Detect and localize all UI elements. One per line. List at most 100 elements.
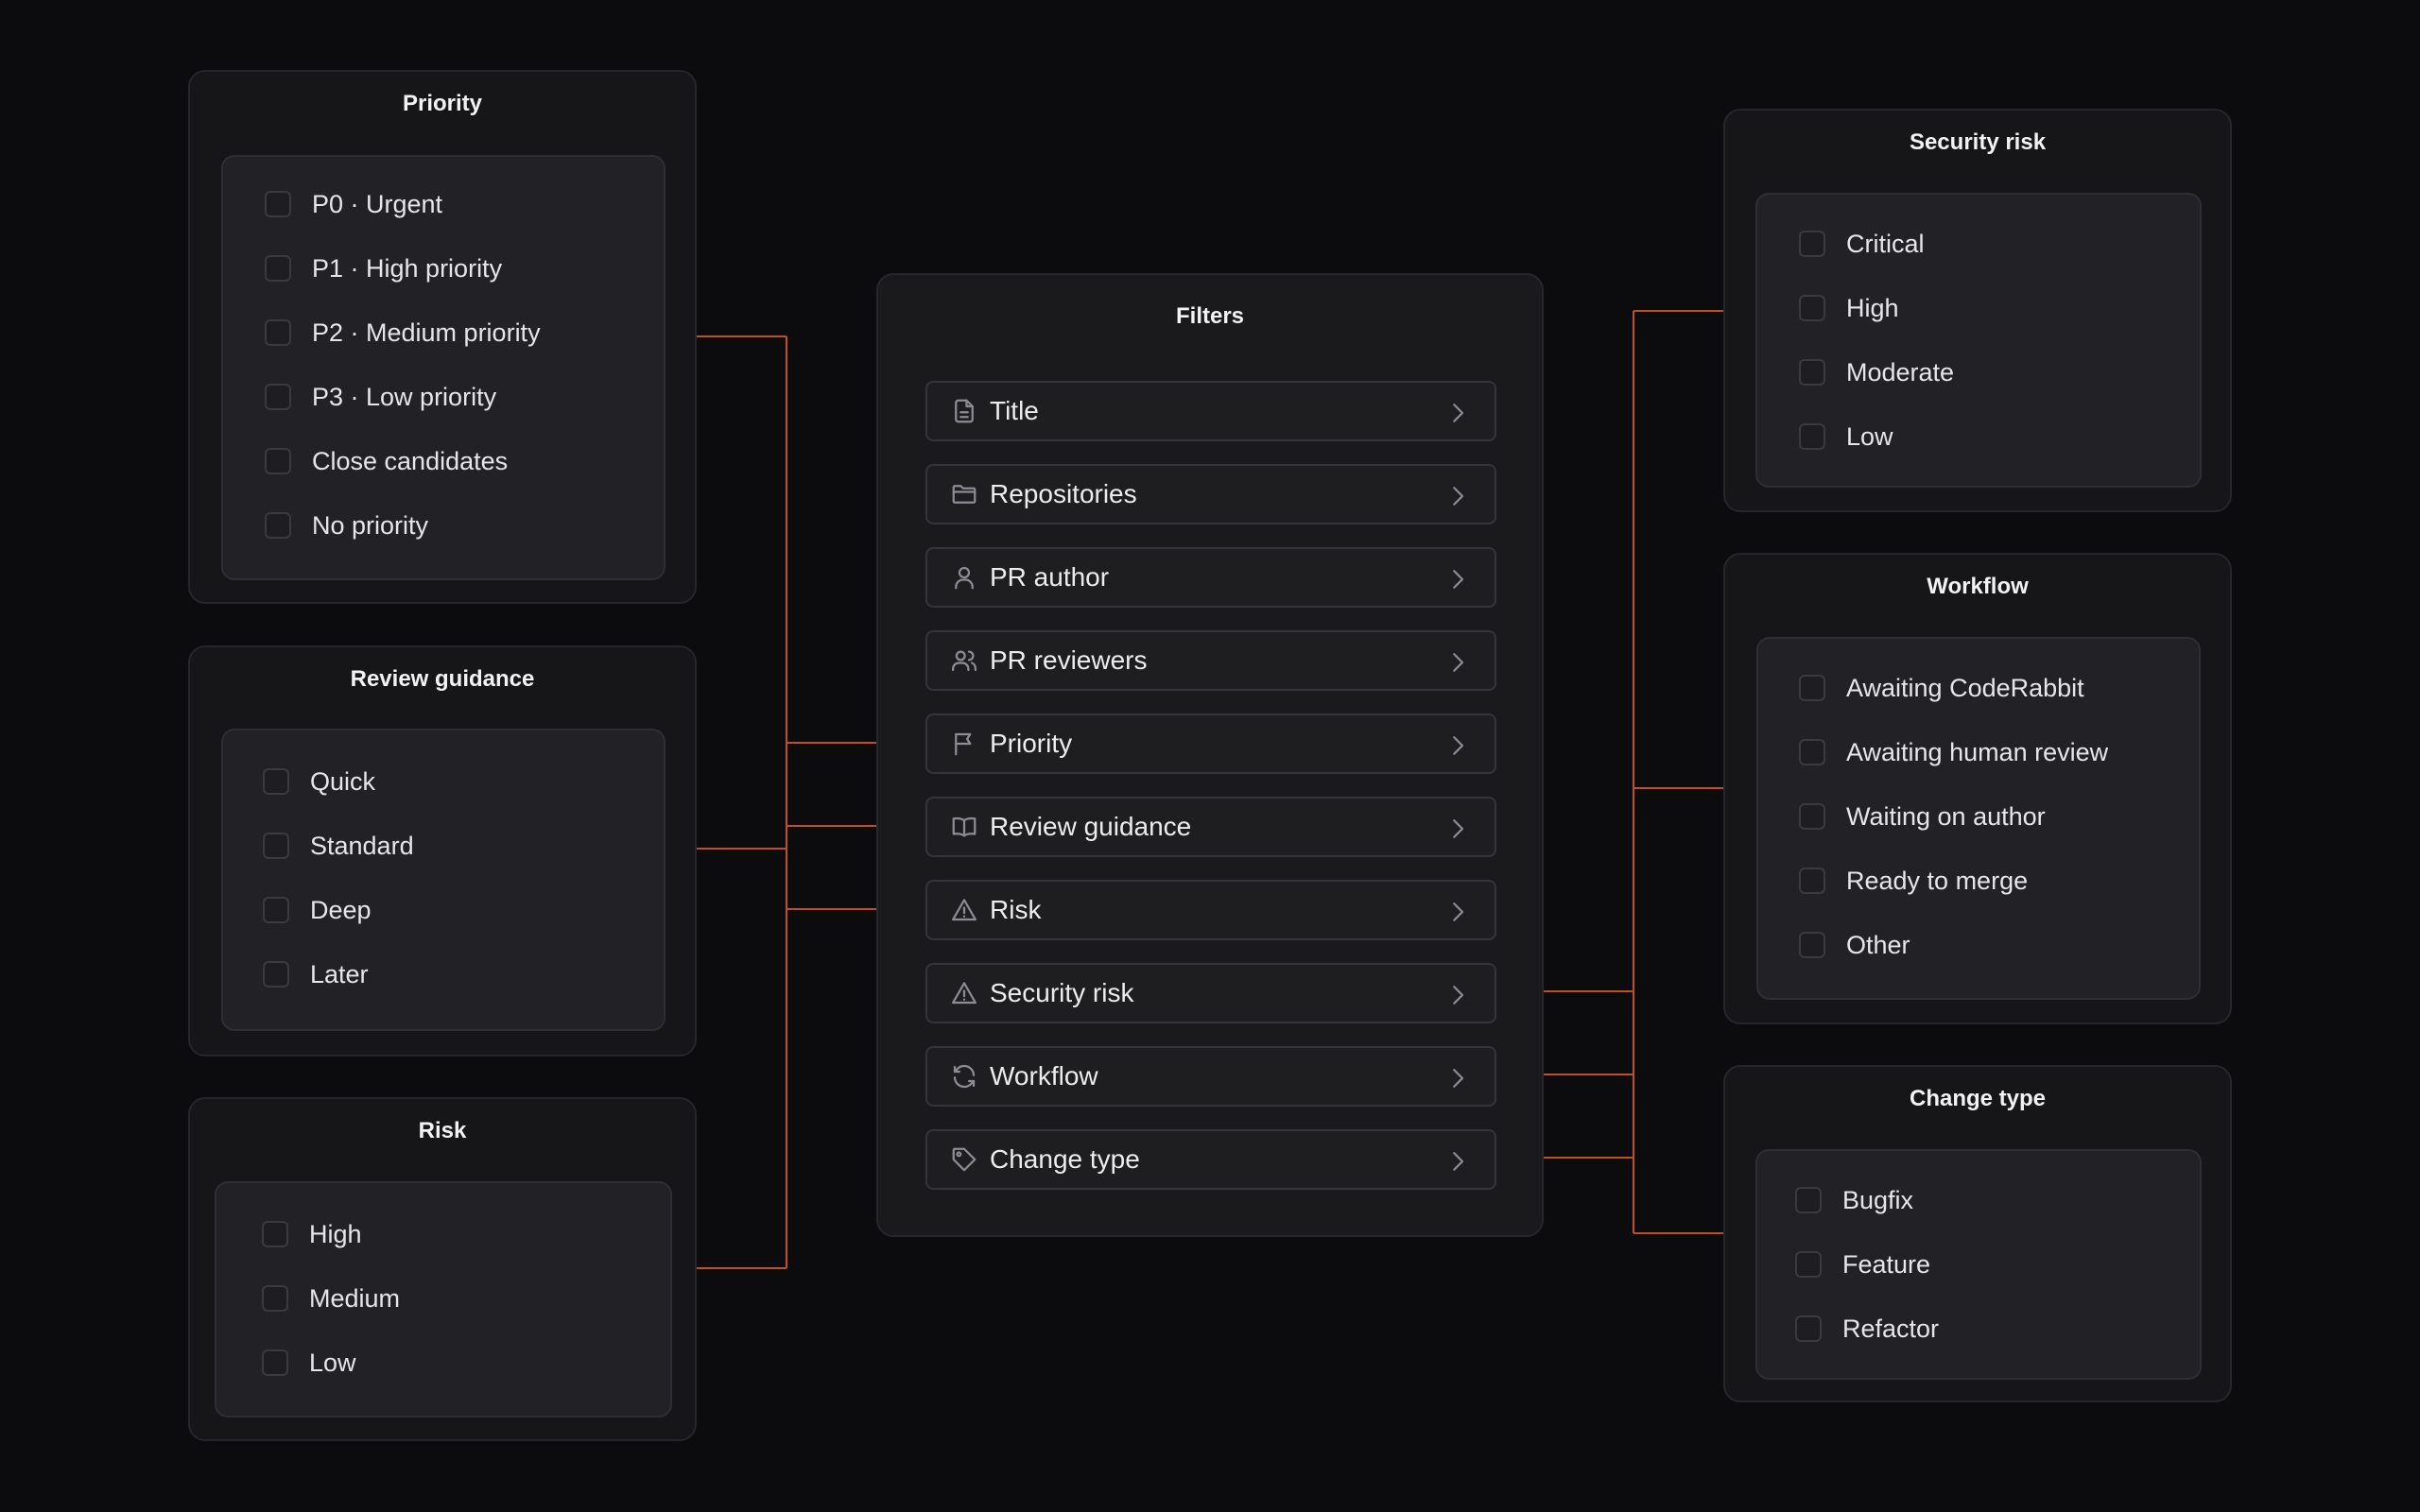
- filter-item-risk[interactable]: Risk: [925, 880, 1496, 940]
- risk-option-high[interactable]: High: [216, 1215, 670, 1253]
- filter-item-label: Change type: [990, 1144, 1140, 1174]
- review-guidance-option-deep[interactable]: Deep: [223, 891, 664, 929]
- option-label: Waiting on author: [1846, 801, 2046, 831]
- security-risk-option-low[interactable]: Low: [1757, 418, 2200, 455]
- checkbox[interactable]: [1795, 1315, 1822, 1342]
- option-label: P2 · Medium priority: [312, 318, 541, 347]
- checkbox[interactable]: [263, 833, 289, 859]
- security-risk-option-critical[interactable]: Critical: [1757, 225, 2200, 263]
- priority-panel-title: Priority: [402, 91, 483, 116]
- filter-item-label: Workflow: [990, 1061, 1098, 1091]
- security-risk-options: Critical High Moderate Low: [1755, 193, 2202, 488]
- review-guidance-options: Quick Standard Deep Later: [221, 729, 666, 1031]
- review-guidance-option-later[interactable]: Later: [223, 955, 664, 993]
- option-label: Refactor: [1842, 1314, 1940, 1343]
- chevron-right-icon: [1453, 570, 1464, 589]
- checkbox[interactable]: [1799, 932, 1825, 958]
- checkbox[interactable]: [1795, 1187, 1822, 1213]
- checkbox[interactable]: [265, 512, 291, 539]
- priority-option-no-priority[interactable]: No priority: [223, 507, 664, 544]
- filter-item-priority[interactable]: Priority: [925, 713, 1496, 774]
- chevron-right-icon: [1453, 986, 1464, 1005]
- checkbox[interactable]: [265, 448, 291, 474]
- option-label: Deep: [310, 895, 372, 924]
- checkbox[interactable]: [1799, 359, 1825, 386]
- checkbox[interactable]: [263, 768, 289, 795]
- change-type-option-feature[interactable]: Feature: [1757, 1246, 2200, 1283]
- filter-item-pr-author[interactable]: PR author: [925, 547, 1496, 608]
- workflow-option-other[interactable]: Other: [1758, 926, 2199, 964]
- filter-item-repositories[interactable]: Repositories: [925, 464, 1496, 524]
- change-type-option-refactor[interactable]: Refactor: [1757, 1310, 2200, 1348]
- chevron-right-icon: [1453, 819, 1464, 838]
- risk-option-medium[interactable]: Medium: [216, 1280, 670, 1317]
- checkbox[interactable]: [1799, 868, 1825, 894]
- change-type-panel-title: Change type: [1909, 1086, 2047, 1111]
- option-label: Critical: [1846, 229, 1925, 258]
- filter-item-label: Risk: [990, 895, 1042, 924]
- checkbox[interactable]: [1799, 295, 1825, 321]
- checkbox[interactable]: [265, 255, 291, 282]
- chevron-right-icon: [1453, 736, 1464, 755]
- priority-option-close-candidates[interactable]: Close candidates: [223, 442, 664, 480]
- tag-icon: [950, 1145, 978, 1174]
- flag-icon: [950, 730, 978, 758]
- security-risk-option-high[interactable]: High: [1757, 289, 2200, 327]
- risk-option-low[interactable]: Low: [216, 1344, 670, 1382]
- workflow-option-waiting-on-author[interactable]: Waiting on author: [1758, 798, 2199, 835]
- filter-item-security-risk[interactable]: Security risk: [925, 963, 1496, 1023]
- risk-options: High Medium Low: [215, 1181, 672, 1418]
- checkbox[interactable]: [1799, 803, 1825, 830]
- workflow-option-awaiting-coderabbit[interactable]: Awaiting CodeRabbit: [1758, 669, 2199, 707]
- checkbox[interactable]: [262, 1221, 288, 1247]
- checkbox[interactable]: [263, 897, 289, 923]
- option-label: High: [1846, 293, 1899, 322]
- checkbox[interactable]: [262, 1349, 288, 1376]
- security-risk-panel-title: Security risk: [1909, 129, 2047, 155]
- option-label: Ready to merge: [1846, 866, 2029, 895]
- filter-item-label: PR author: [990, 562, 1110, 592]
- checkbox[interactable]: [265, 384, 291, 410]
- chevron-right-icon: [1453, 653, 1464, 672]
- option-label: Medium: [309, 1283, 401, 1313]
- chevron-right-icon: [1453, 404, 1464, 422]
- change-type-option-bugfix[interactable]: Bugfix: [1757, 1181, 2200, 1219]
- checkbox[interactable]: [1799, 231, 1825, 257]
- filter-item-pr-reviewers[interactable]: PR reviewers: [925, 630, 1496, 691]
- priority-option-p2[interactable]: P2 · Medium priority: [223, 314, 664, 352]
- workflow-option-awaiting-human-review[interactable]: Awaiting human review: [1758, 733, 2199, 771]
- filter-item-review-guidance[interactable]: Review guidance: [925, 797, 1496, 857]
- checkbox[interactable]: [265, 319, 291, 346]
- filter-item-label: PR reviewers: [990, 645, 1148, 675]
- option-label: Awaiting CodeRabbit: [1846, 673, 2084, 702]
- users-icon: [950, 646, 978, 675]
- review-guidance-option-quick[interactable]: Quick: [223, 763, 664, 800]
- change-type-options: Bugfix Feature Refactor: [1755, 1149, 2202, 1380]
- filter-item-change-type[interactable]: Change type: [925, 1129, 1496, 1190]
- checkbox[interactable]: [262, 1285, 288, 1312]
- checkbox[interactable]: [1795, 1251, 1822, 1278]
- checkbox[interactable]: [1799, 739, 1825, 765]
- review-guidance-panel-title: Review guidance: [350, 666, 535, 692]
- risk-panel-title: Risk: [418, 1118, 467, 1143]
- checkbox[interactable]: [263, 961, 289, 988]
- checkbox[interactable]: [265, 191, 291, 217]
- option-label: Standard: [310, 831, 414, 860]
- security-risk-option-moderate[interactable]: Moderate: [1757, 353, 2200, 391]
- priority-option-p1[interactable]: P1 · High priority: [223, 249, 664, 287]
- option-label: Awaiting human review: [1846, 737, 2109, 766]
- checkbox[interactable]: [1799, 423, 1825, 450]
- filter-item-label: Title: [990, 396, 1039, 425]
- filter-item-title[interactable]: Title: [925, 381, 1496, 441]
- refresh-icon: [950, 1062, 978, 1091]
- priority-option-p0[interactable]: P0 · Urgent: [223, 185, 664, 223]
- filter-item-label: Repositories: [990, 479, 1137, 508]
- review-guidance-option-standard[interactable]: Standard: [223, 827, 664, 865]
- filter-item-workflow[interactable]: Workflow: [925, 1046, 1496, 1107]
- priority-option-p3[interactable]: P3 · Low priority: [223, 378, 664, 416]
- checkbox[interactable]: [1799, 675, 1825, 701]
- workflow-option-ready-to-merge[interactable]: Ready to merge: [1758, 862, 2199, 900]
- review-guidance-panel: Review guidance Quick Standard Deep Late…: [188, 645, 697, 1057]
- user-icon: [950, 563, 978, 592]
- option-label: Feature: [1842, 1249, 1931, 1279]
